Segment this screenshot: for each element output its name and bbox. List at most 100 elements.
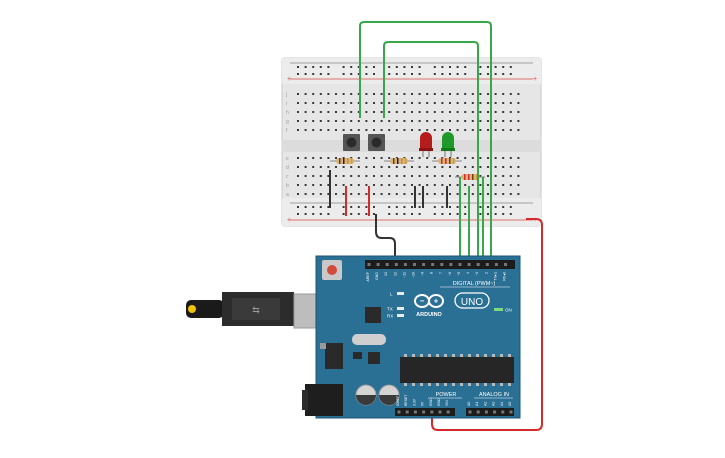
breadboard-hole[interactable] bbox=[304, 166, 307, 168]
breadboard-hole[interactable] bbox=[357, 184, 360, 186]
breadboard-hole[interactable] bbox=[319, 73, 322, 75]
breadboard-hole[interactable] bbox=[327, 129, 330, 131]
breadboard-hole[interactable] bbox=[441, 102, 444, 104]
breadboard-hole[interactable] bbox=[494, 184, 497, 186]
breadboard-hole[interactable] bbox=[365, 175, 368, 177]
breadboard-hole[interactable] bbox=[502, 157, 505, 159]
pushbutton-1[interactable] bbox=[343, 134, 360, 151]
breadboard-hole[interactable] bbox=[509, 93, 512, 95]
breadboard-hole[interactable] bbox=[388, 206, 391, 208]
breadboard-hole[interactable] bbox=[441, 213, 444, 215]
header-pin[interactable] bbox=[403, 263, 407, 266]
breadboard-hole[interactable] bbox=[312, 93, 315, 95]
breadboard-hole[interactable] bbox=[418, 93, 421, 95]
breadboard-hole[interactable] bbox=[418, 66, 421, 68]
breadboard-hole[interactable] bbox=[487, 193, 489, 195]
breadboard-hole[interactable] bbox=[464, 166, 467, 168]
breadboard-hole[interactable] bbox=[357, 129, 360, 131]
breadboard-hole[interactable] bbox=[494, 166, 497, 168]
breadboard-hole[interactable] bbox=[471, 111, 474, 113]
breadboard-hole[interactable] bbox=[312, 193, 315, 195]
header-pin[interactable] bbox=[394, 263, 398, 266]
breadboard-hole[interactable] bbox=[517, 129, 520, 131]
breadboard-hole[interactable] bbox=[479, 166, 482, 168]
breadboard-hole[interactable] bbox=[312, 157, 315, 159]
breadboard-hole[interactable] bbox=[433, 157, 436, 159]
breadboard-hole[interactable] bbox=[502, 213, 505, 215]
breadboard-hole[interactable] bbox=[426, 193, 429, 195]
breadboard-hole[interactable] bbox=[388, 73, 391, 75]
breadboard-hole[interactable] bbox=[502, 166, 505, 168]
breadboard-hole[interactable] bbox=[403, 193, 406, 195]
breadboard-hole[interactable] bbox=[433, 175, 436, 177]
breadboard-hole[interactable] bbox=[327, 166, 330, 168]
breadboard-hole[interactable] bbox=[304, 111, 307, 113]
breadboard-hole[interactable] bbox=[449, 111, 451, 113]
breadboard-hole[interactable] bbox=[418, 102, 421, 104]
breadboard-hole[interactable] bbox=[312, 111, 315, 113]
breadboard-hole[interactable] bbox=[312, 166, 315, 168]
breadboard-hole[interactable] bbox=[365, 120, 368, 122]
breadboard-hole[interactable] bbox=[464, 184, 467, 186]
breadboard-hole[interactable] bbox=[388, 66, 391, 68]
header-pin[interactable] bbox=[485, 263, 489, 266]
breadboard-hole[interactable] bbox=[312, 73, 315, 75]
resistor-2[interactable] bbox=[384, 158, 414, 164]
breadboard-hole[interactable] bbox=[319, 206, 322, 208]
breadboard-hole[interactable] bbox=[456, 184, 459, 186]
header-pin[interactable] bbox=[431, 263, 435, 266]
breadboard-hole[interactable] bbox=[395, 93, 398, 95]
breadboard-hole[interactable] bbox=[357, 206, 360, 208]
breadboard-hole[interactable] bbox=[365, 157, 368, 159]
breadboard-hole[interactable] bbox=[509, 66, 512, 68]
breadboard-hole[interactable] bbox=[509, 175, 512, 177]
breadboard-hole[interactable] bbox=[479, 157, 482, 159]
breadboard-hole[interactable] bbox=[365, 66, 368, 68]
breadboard-hole[interactable] bbox=[487, 213, 489, 215]
breadboard-hole[interactable] bbox=[350, 93, 353, 95]
breadboard-hole[interactable] bbox=[456, 193, 459, 195]
breadboard[interactable]: + + + + j i h g f e d c b a bbox=[281, 57, 542, 227]
breadboard-hole[interactable] bbox=[395, 129, 398, 131]
breadboard-hole[interactable] bbox=[297, 129, 299, 131]
breadboard-hole[interactable] bbox=[350, 193, 353, 195]
breadboard-hole[interactable] bbox=[373, 129, 375, 131]
breadboard-hole[interactable] bbox=[494, 102, 497, 104]
breadboard-hole[interactable] bbox=[335, 102, 337, 104]
breadboard-hole[interactable] bbox=[464, 213, 467, 215]
breadboard-hole[interactable] bbox=[380, 102, 383, 104]
breadboard-hole[interactable] bbox=[449, 93, 451, 95]
breadboard-hole[interactable] bbox=[403, 184, 406, 186]
breadboard-hole[interactable] bbox=[502, 66, 505, 68]
breadboard-hole[interactable] bbox=[502, 73, 505, 75]
breadboard-hole[interactable] bbox=[297, 93, 299, 95]
breadboard-hole[interactable] bbox=[327, 213, 330, 215]
breadboard-hole[interactable] bbox=[304, 157, 307, 159]
breadboard-hole[interactable] bbox=[418, 157, 421, 159]
breadboard-hole[interactable] bbox=[456, 157, 459, 159]
breadboard-hole[interactable] bbox=[342, 93, 345, 95]
breadboard-hole[interactable] bbox=[365, 166, 368, 168]
breadboard-hole[interactable] bbox=[380, 111, 383, 113]
breadboard-hole[interactable] bbox=[304, 129, 307, 131]
breadboard-hole[interactable] bbox=[502, 111, 505, 113]
breadboard-hole[interactable] bbox=[433, 213, 436, 215]
breadboard-hole[interactable] bbox=[380, 193, 383, 195]
breadboard-hole[interactable] bbox=[395, 111, 398, 113]
breadboard-hole[interactable] bbox=[304, 102, 307, 104]
breadboard-hole[interactable] bbox=[487, 206, 489, 208]
breadboard-hole[interactable] bbox=[441, 93, 444, 95]
breadboard-hole[interactable] bbox=[342, 120, 345, 122]
breadboard-hole[interactable] bbox=[494, 129, 497, 131]
led-green[interactable] bbox=[441, 132, 455, 157]
breadboard-hole[interactable] bbox=[464, 111, 467, 113]
breadboard-hole[interactable] bbox=[350, 166, 353, 168]
wire-red-5v-arduino[interactable] bbox=[431, 218, 543, 431]
breadboard-hole[interactable] bbox=[449, 129, 451, 131]
breadboard-hole[interactable] bbox=[479, 184, 482, 186]
breadboard-hole[interactable] bbox=[479, 102, 482, 104]
breadboard-hole[interactable] bbox=[350, 111, 353, 113]
breadboard-hole[interactable] bbox=[335, 157, 337, 159]
power-pin[interactable] bbox=[430, 410, 434, 414]
